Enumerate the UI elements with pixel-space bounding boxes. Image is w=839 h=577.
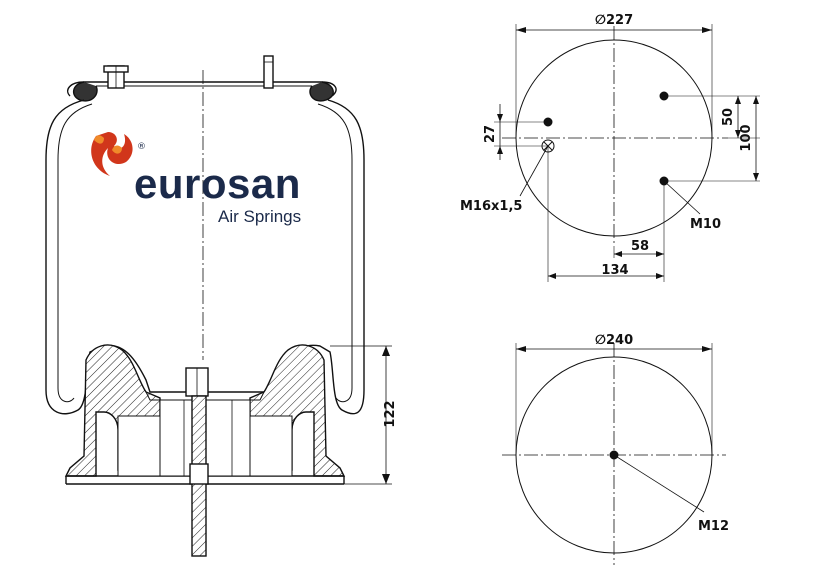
brand-flame-logo bbox=[91, 132, 133, 176]
registered-mark: ® bbox=[137, 142, 146, 152]
top-diameter-label: ∅227 bbox=[595, 13, 633, 28]
m16-label: M16x1,5 bbox=[460, 199, 522, 214]
m12-label: M12 bbox=[698, 519, 729, 534]
dim-50-label: 50 bbox=[721, 108, 736, 126]
top-plate-view bbox=[494, 24, 760, 282]
dim-58-label: 58 bbox=[631, 239, 649, 254]
dim-100-label: 100 bbox=[739, 124, 754, 151]
bottom-diameter-label: ∅240 bbox=[595, 333, 633, 348]
center-bolt bbox=[185, 367, 209, 557]
bellows-outline bbox=[45, 99, 365, 415]
m10-label: M10 bbox=[690, 217, 721, 232]
top-stud-bolt bbox=[263, 55, 274, 89]
height-dimension-label: 122 bbox=[383, 400, 398, 427]
dim-27-label: 27 bbox=[483, 125, 498, 143]
brand-name: eurosan bbox=[134, 160, 301, 207]
brand-tagline: Air Springs bbox=[218, 207, 302, 226]
top-stud-air bbox=[103, 65, 129, 89]
base-plate-view bbox=[502, 343, 726, 565]
side-view bbox=[45, 55, 392, 557]
dim-134-label: 134 bbox=[601, 263, 628, 278]
